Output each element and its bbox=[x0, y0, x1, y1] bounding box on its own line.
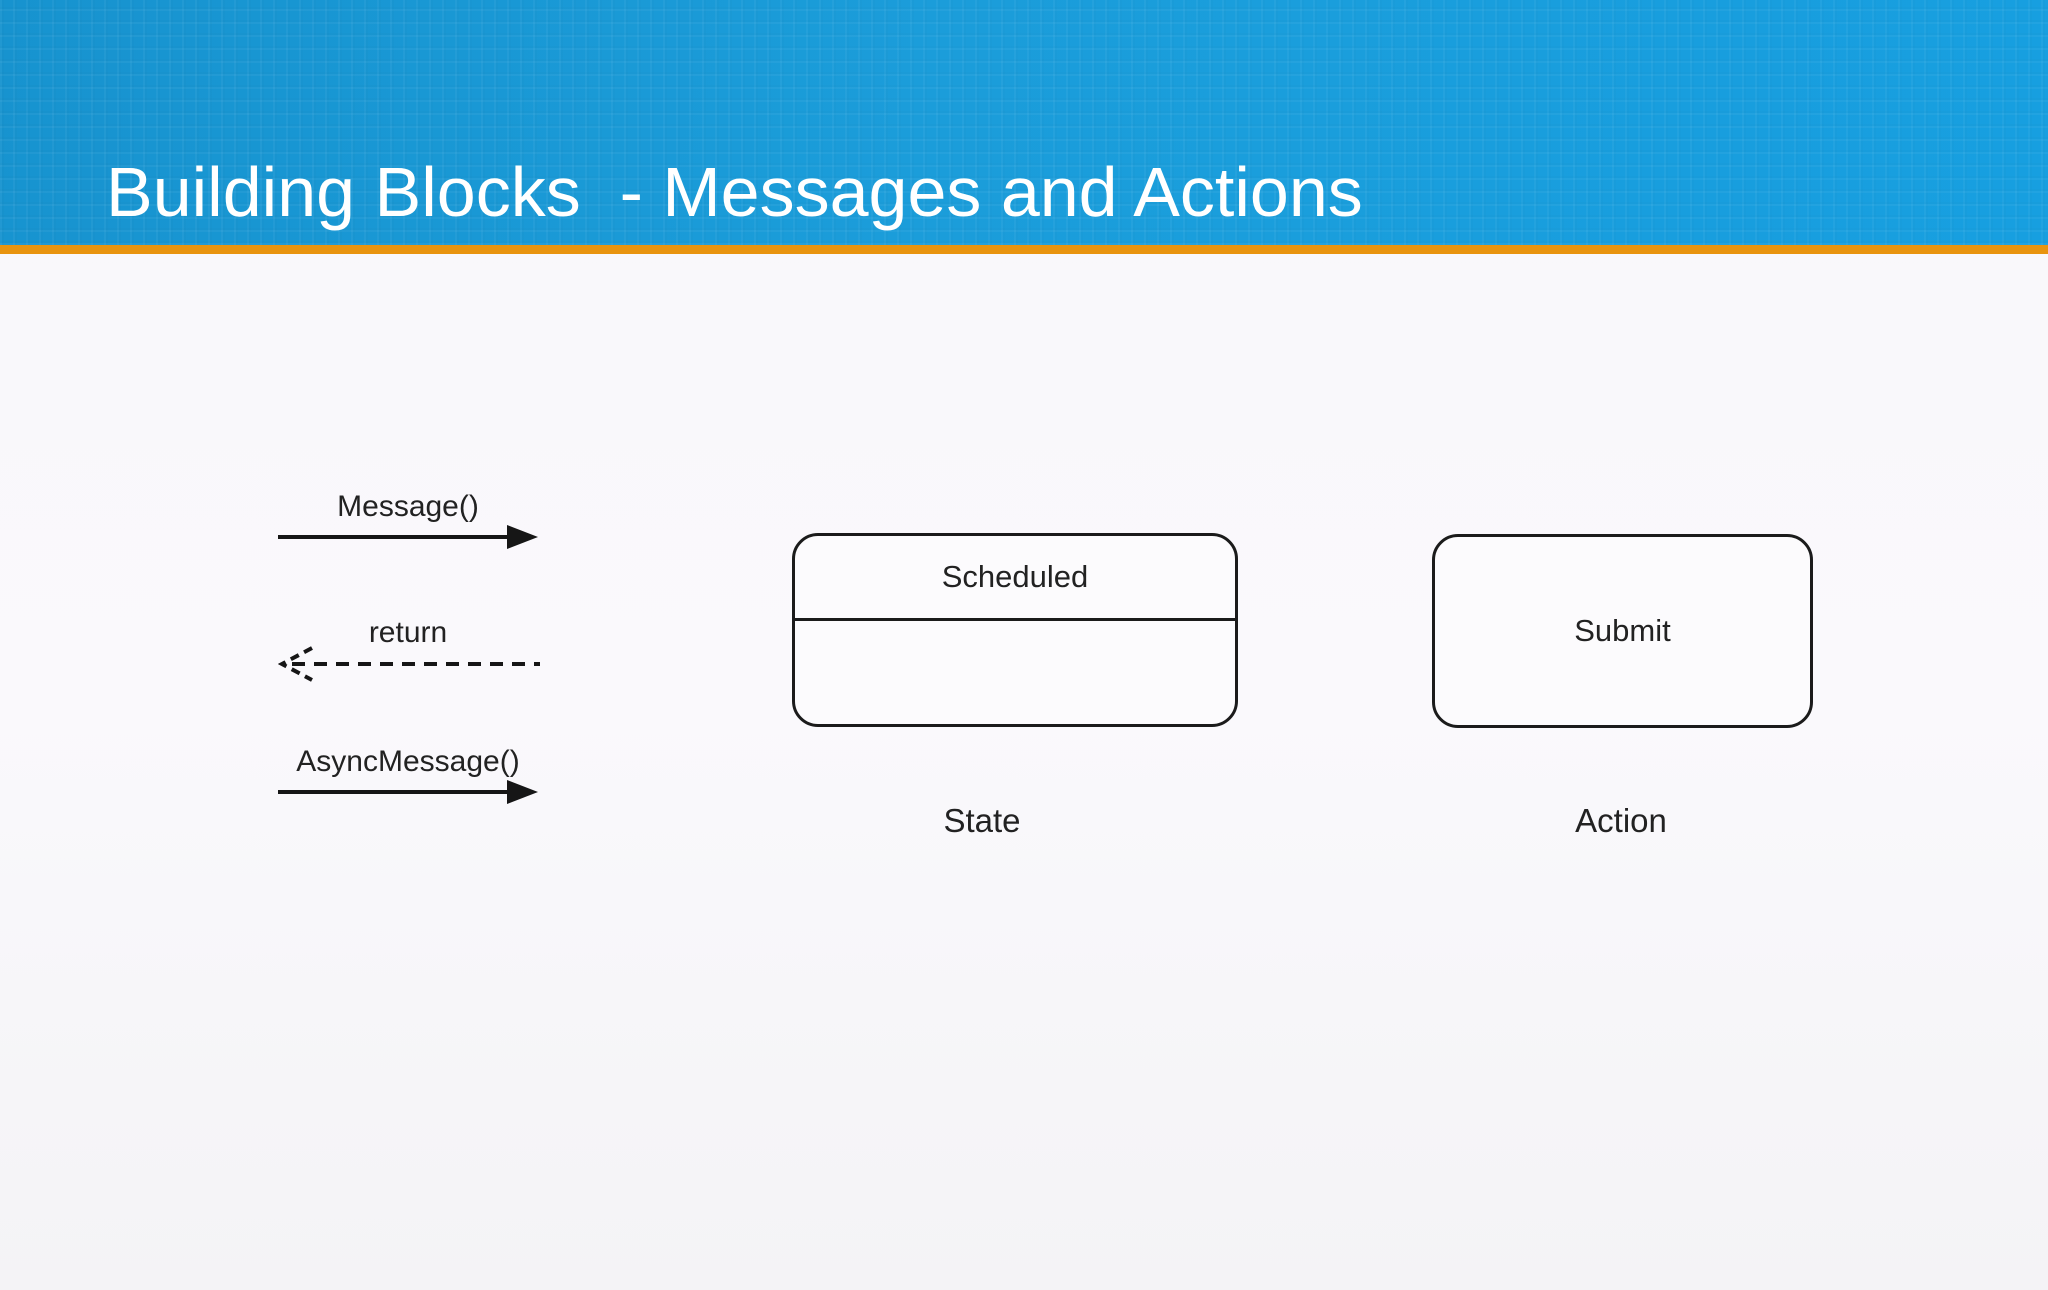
action-node-box: Submit bbox=[1432, 534, 1813, 728]
state-name: Scheduled bbox=[941, 559, 1089, 594]
sync-message-label: Message() bbox=[337, 490, 479, 523]
return-message-label: return bbox=[368, 616, 448, 649]
action-name: Submit bbox=[1574, 613, 1671, 648]
async-message-label: AsyncMessage() bbox=[296, 745, 520, 778]
slide-title: Building Blocks - Messages and Actions bbox=[106, 153, 1363, 231]
state-node-box: Scheduled bbox=[792, 533, 1238, 727]
async-message-right-arrow-icon bbox=[278, 780, 538, 804]
state-name-compartment: Scheduled bbox=[795, 536, 1235, 621]
header-band: Building Blocks - Messages and Actions bbox=[0, 0, 2048, 245]
accent-bar bbox=[0, 245, 2048, 254]
state-caption: State bbox=[943, 802, 1021, 839]
action-caption: Action bbox=[1575, 802, 1667, 839]
sync-message-right-arrow-icon bbox=[278, 525, 538, 549]
return-dashed-left-arrow-icon bbox=[278, 646, 540, 682]
